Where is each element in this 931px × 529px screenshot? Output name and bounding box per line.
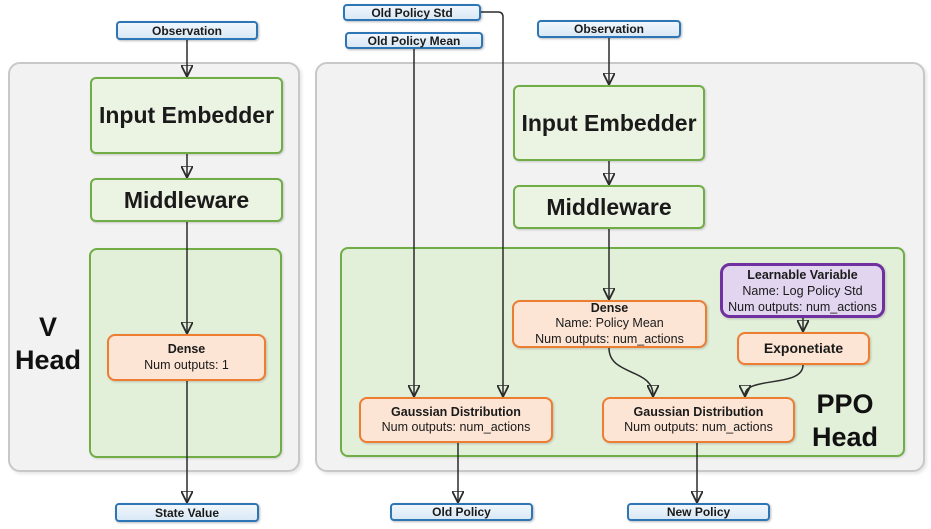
input-embedder-label-v: Input Embedder xyxy=(98,102,275,128)
input-embedder-label-ppo: Input Embedder xyxy=(521,109,697,136)
gaussian-new-outputs: Num outputs: num_actions xyxy=(624,420,773,434)
input-embedder-node-ppo: Input Embedder xyxy=(513,85,705,161)
observation-node-ppo: Observation xyxy=(537,20,681,38)
middleware-node-ppo: Middleware xyxy=(513,185,705,229)
old-policy-mean-node: Old Policy Mean xyxy=(345,32,483,49)
dense-outputs-ppo: Num outputs: num_actions xyxy=(535,331,684,346)
gaussian-distribution-old-node: Gaussian Distribution Num outputs: num_a… xyxy=(359,397,553,443)
gaussian-old-title: Gaussian Distribution xyxy=(391,404,521,419)
input-embedder-node-v: Input Embedder xyxy=(90,77,283,154)
gaussian-distribution-new-node: Gaussian Distribution Num outputs: num_a… xyxy=(602,397,795,443)
dense-title-ppo: Dense xyxy=(590,300,629,315)
new-policy-node: New Policy xyxy=(627,503,770,521)
middleware-node-v: Middleware xyxy=(90,178,283,222)
dense-outputs-v: Num outputs: 1 xyxy=(144,357,229,372)
learnable-variable-node: Learnable Variable Name: Log Policy Std … xyxy=(720,263,885,318)
old-policy-mean-label: Old Policy Mean xyxy=(367,33,461,48)
observation-node-v: Observation xyxy=(116,21,258,40)
exponetiate-label: Exponetiate xyxy=(763,339,844,356)
v-head-label: V Head xyxy=(14,312,82,375)
dense-node-ppo: Dense Name: Policy Mean Num outputs: num… xyxy=(512,300,707,348)
state-value-label: State Value xyxy=(154,505,220,520)
old-policy-std-node: Old Policy Std xyxy=(343,4,481,21)
observation-label-ppo: Observation xyxy=(573,22,645,36)
dense-node-v: Dense Num outputs: 1 xyxy=(107,334,266,381)
learnable-variable-name: Name: Log Policy Std xyxy=(742,283,863,298)
gaussian-old-outputs: Num outputs: num_actions xyxy=(381,420,531,434)
middleware-label-v: Middleware xyxy=(123,186,250,213)
old-policy-label: Old Policy xyxy=(432,505,491,519)
learnable-variable-title: Learnable Variable xyxy=(747,267,858,282)
state-value-node: State Value xyxy=(115,503,259,522)
observation-label-v: Observation xyxy=(151,23,223,38)
dense-name-ppo: Name: Policy Mean xyxy=(555,316,664,331)
old-policy-node: Old Policy xyxy=(390,503,533,521)
ppo-head-label: PPO Head xyxy=(811,389,879,452)
gaussian-new-title: Gaussian Distribution xyxy=(633,404,764,419)
learnable-variable-outputs: Num outputs: num_actions xyxy=(728,299,877,314)
middleware-label-ppo: Middleware xyxy=(546,193,672,220)
exponetiate-node: Exponetiate xyxy=(737,332,870,365)
dense-title-v: Dense xyxy=(167,342,206,356)
old-policy-std-label: Old Policy Std xyxy=(371,5,453,20)
new-policy-label: New Policy xyxy=(666,505,731,519)
